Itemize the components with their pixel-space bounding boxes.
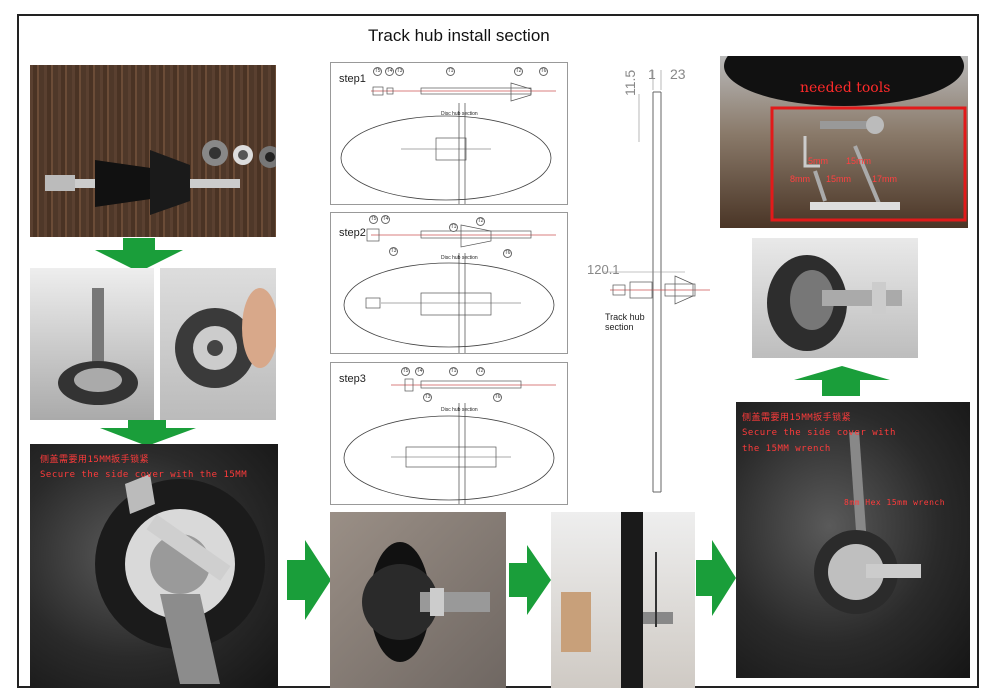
tag: T3 <box>389 247 398 256</box>
section-label: Disc hub section <box>441 255 478 261</box>
hub-closeup-photo <box>752 238 918 358</box>
right-arrow-icon <box>696 540 736 616</box>
tool-label-8mm: 8mm <box>790 174 810 184</box>
tag: T4 <box>415 367 424 376</box>
dim-top: 23 <box>670 66 686 82</box>
caption-chinese: 侧盖需要用15MM扳手锁紧 <box>40 455 150 465</box>
step3-drawing <box>343 378 556 504</box>
tag: T2 <box>514 67 523 76</box>
wrench-caption: 8mm Hex 15mm wrench <box>844 498 946 507</box>
hub-parts-photo <box>30 65 276 237</box>
tag: T6 <box>539 67 548 76</box>
tag: T5 <box>373 67 382 76</box>
hub-parts-illustration <box>45 140 276 215</box>
side-cover-photo: 侧盖需要用15MM扳手锁紧 Secure the side cover with… <box>736 402 970 678</box>
frame-install-photo <box>551 512 695 688</box>
cog-photo <box>160 268 276 420</box>
right-arrow-icon <box>509 545 551 615</box>
tools-illustration <box>724 56 967 222</box>
tool-label-17mm: 17mm <box>872 174 898 184</box>
tag: T5 <box>369 215 378 224</box>
tag: T2 <box>476 217 485 226</box>
spindle-illustration <box>58 288 138 405</box>
dim-height: 11.5 <box>622 69 638 96</box>
tag: T4 <box>381 215 390 224</box>
step3-label: step3 <box>339 373 366 385</box>
track-hub-section-drawing <box>603 70 710 493</box>
down-arrow-icon <box>95 238 183 272</box>
step3-panel: step3 Disc hub section T5 T4 T1 T2 T3 T6 <box>330 362 568 505</box>
frame-install-illustration <box>561 512 673 688</box>
spindle-photo <box>30 268 154 420</box>
right-arrow-icon <box>287 540 331 620</box>
tools-title: needed tools <box>800 80 891 96</box>
tag: T6 <box>493 393 502 402</box>
page-title: Track hub install section <box>368 26 550 45</box>
tag: T4 <box>385 67 394 76</box>
step1-label: step1 <box>339 73 366 85</box>
hub-closeup-illustration <box>767 255 902 351</box>
caption-chinese: 侧盖需要用15MM扳手锁紧 <box>742 413 852 423</box>
tag: T5 <box>401 367 410 376</box>
tool-label-5mm: 5mm <box>808 156 828 166</box>
step2-drawing <box>343 224 556 353</box>
wrench-cog-photo: 侧盖需要用15MM扳手锁紧 Secure the side cover with… <box>30 444 278 688</box>
tag: T2 <box>476 367 485 376</box>
up-arrow-icon <box>794 366 890 396</box>
dim-spacing: 120.1 <box>587 262 620 277</box>
section-label: Disc hub section <box>441 407 478 413</box>
step1-panel: step1 Disc hub section T5 T4 T3 T1 T2 T6 <box>330 62 568 205</box>
tool-label-15mm-b: 15mm <box>826 174 852 184</box>
caption-english-line2: the 15MM wrench <box>742 444 831 454</box>
side-cover-illustration <box>814 431 921 614</box>
tag: T3 <box>395 67 404 76</box>
assembled-hub-photo <box>330 512 506 688</box>
track-hub-section-label: Track hub section <box>605 312 645 332</box>
tools-photo: needed tools 5mm 15mm 8mm 15mm 17mm <box>720 56 968 228</box>
tag: T1 <box>449 223 458 232</box>
down-arrow-icon <box>100 420 196 446</box>
wrench-cog-illustration <box>95 474 265 684</box>
dim-top-left: 1 <box>648 66 656 82</box>
step2-panel: step2 Disc hub section T5 T4 T3 T1 T2 T6 <box>330 212 568 354</box>
tag: T6 <box>503 249 512 258</box>
tag: T1 <box>446 67 455 76</box>
cog-illustration <box>175 288 276 388</box>
step1-drawing <box>340 82 556 204</box>
caption-english-line1: Secure the side cover with <box>742 428 896 438</box>
tool-label-15mm: 15mm <box>846 156 872 166</box>
tag: T3 <box>423 393 432 402</box>
caption-english: Secure the side cover with the 15MM <box>40 470 248 480</box>
tag: T1 <box>449 367 458 376</box>
assembled-hub-illustration <box>362 542 490 662</box>
step2-label: step2 <box>339 227 366 239</box>
section-label: Disc hub section <box>441 111 478 117</box>
